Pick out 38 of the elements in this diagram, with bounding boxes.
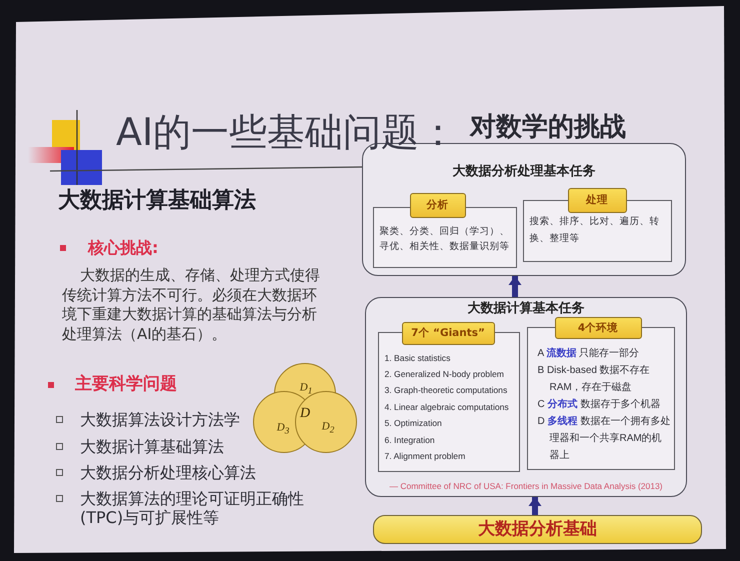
list-item: C 分布式 数据存于多个机器 xyxy=(538,398,660,412)
task-panel xyxy=(365,297,687,497)
intersection-label: D xyxy=(300,407,310,421)
section-heading: 大数据计算基础算法 xyxy=(58,189,256,213)
bullet-item: 大数据分析处理核心算法 xyxy=(80,463,256,482)
category-tag: 分析 xyxy=(410,192,466,218)
category-tag: 7个 “Giants” xyxy=(402,322,494,344)
panel-heading: 大数据计算基本任务 xyxy=(468,301,584,317)
bullet-item: 大数据计算基础算法 xyxy=(80,437,224,456)
list-item: 1. Basic statistics xyxy=(384,352,450,364)
foundation-bar: 大数据分析基础 xyxy=(373,515,702,544)
category-tag: 4个环境 xyxy=(554,316,642,338)
list-item: 4. Linear algebraic computations xyxy=(384,400,509,414)
panel-heading: 大数据分析处理基本任务 xyxy=(452,164,596,180)
bullet-item: 大数据算法的理论可证明正确性(TPC)与可扩展性等 xyxy=(80,489,305,527)
arrow xyxy=(508,276,522,297)
list-item: D 多线程 数据在一个拥有多处理器和一个共享RAM的机器上 xyxy=(538,414,672,462)
arrow xyxy=(528,497,542,515)
slide-subtitle: 对数学的挑战 xyxy=(470,113,626,141)
subsection-heading: 核心挑战: xyxy=(88,238,158,258)
circle-label: D$_{1}$ xyxy=(300,381,312,397)
circle-label: D$_{2}$ xyxy=(322,420,334,436)
body-text: 搜索、排序、比对、遍历、转换、整理等 xyxy=(530,214,660,246)
list-item: 6. Integration xyxy=(384,434,435,447)
citation-text: — Committee of NRC of USA: Frontiers in Massive Data Analysis (2013) xyxy=(389,481,663,491)
circle-label: D$_{3}$ xyxy=(276,421,290,437)
list-item: A 流数据 只能存一部分 xyxy=(538,346,640,360)
subsection-heading: 主要科学问题 xyxy=(75,373,177,395)
list-item: 5. Optimization xyxy=(384,417,442,430)
list-item: B Disk-based 数据不存在RAM，存在于磁盘 xyxy=(538,364,651,394)
category-tag: 处理 xyxy=(568,188,626,212)
list-item: 2. Generalized N-body problem xyxy=(384,368,504,381)
list-item: 3. Graph-theoretic computations xyxy=(384,384,508,398)
body-text: 大数据的生成、存储、处理方式使得传统计算方法不可行。必须在大数据环境下重建大数据计算的基础算法与分析处理算法（AI的基石）。 xyxy=(62,266,321,344)
body-text: 聚类、分类、回归（学习）、寻优、相关性、数据量识别等 xyxy=(380,224,510,254)
slide-title: AI的一些基础问题： xyxy=(116,110,458,154)
list-item: 7. Alignment problem xyxy=(384,450,466,463)
bullet-item: 大数据算法设计方法学 xyxy=(80,410,240,429)
